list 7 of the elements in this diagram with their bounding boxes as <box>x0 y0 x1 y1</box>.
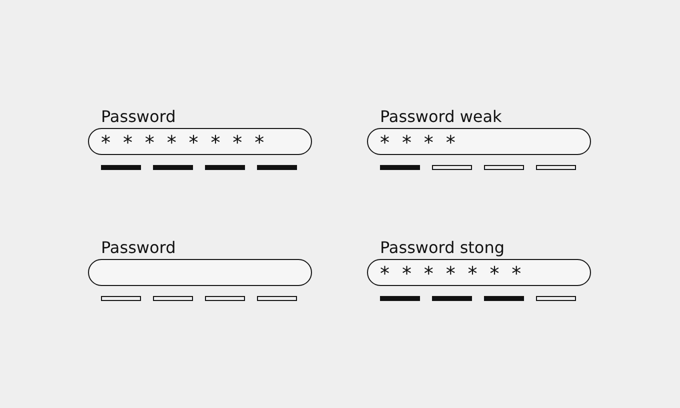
field-label: Password stong <box>380 238 505 258</box>
password-field: * * * * * * * <box>367 259 591 286</box>
field-label: Password <box>101 238 176 258</box>
password-field: * * * * <box>367 128 591 155</box>
password-field: * * * * * * * * <box>88 128 312 155</box>
field-label: Password weak <box>380 107 502 127</box>
field-label: Password <box>101 107 176 127</box>
